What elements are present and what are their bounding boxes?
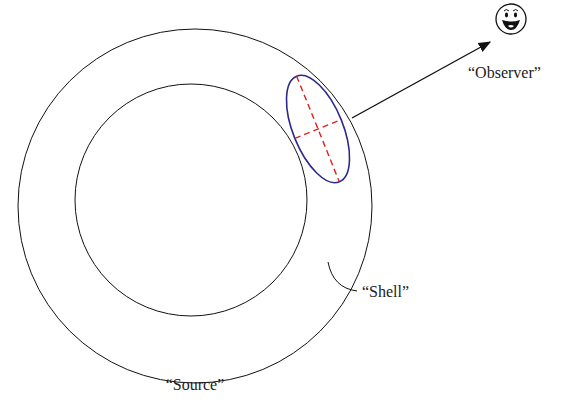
region-label: “Observer” [468,64,541,82]
outer-circle [18,29,372,383]
observer-face [496,4,526,34]
region-label: “Shell” [362,283,409,301]
volume-element [273,67,362,191]
region-label: “Source” [166,376,225,394]
leader-line [328,262,357,291]
inner-circle [75,84,307,316]
